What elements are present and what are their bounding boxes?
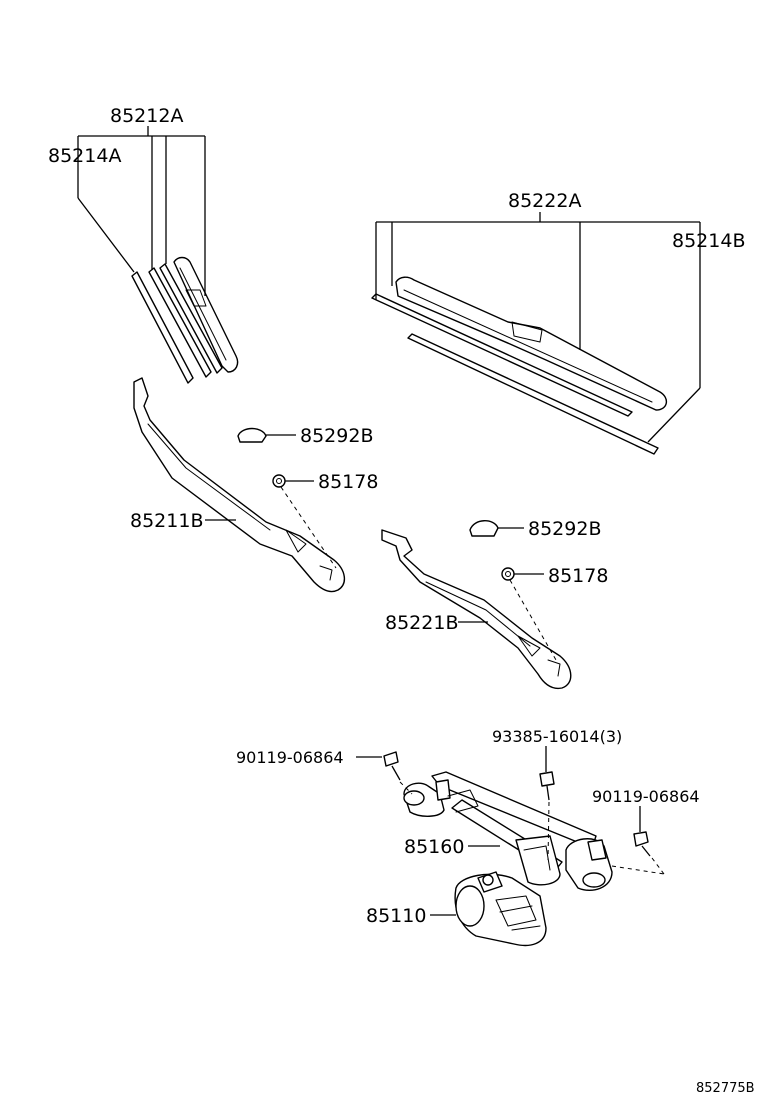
label-85214B: 85214B bbox=[672, 230, 745, 252]
linkage-crank bbox=[515, 835, 561, 886]
label-85110: 85110 bbox=[366, 905, 426, 927]
left-arm-detail-2 bbox=[285, 529, 307, 553]
left-nut bbox=[272, 474, 286, 488]
right-blade-backing bbox=[371, 293, 633, 417]
right-wiper-arm bbox=[381, 520, 572, 690]
bolt-mid bbox=[539, 771, 555, 787]
lower-leaders bbox=[356, 746, 641, 916]
right-arm-body bbox=[381, 529, 572, 690]
linkage-right-bushing bbox=[582, 872, 606, 888]
linkage-right-post bbox=[587, 839, 607, 861]
left-blade-rubber bbox=[131, 271, 194, 384]
linkage-left-mount bbox=[447, 789, 479, 813]
right-arm-detail-1 bbox=[425, 581, 531, 647]
right-pivot-cap bbox=[469, 520, 499, 537]
motor-end-cap bbox=[455, 885, 485, 927]
label-85221B: 85221B bbox=[385, 612, 458, 634]
diagram-id: 852775B bbox=[696, 1081, 755, 1096]
label-85178-left: 85178 bbox=[318, 471, 378, 493]
left-blade-leaders bbox=[77, 126, 206, 296]
left-wiper-arm bbox=[133, 377, 345, 593]
left-blade-strip-2 bbox=[159, 263, 223, 374]
label-93385-16014: 93385-16014(3) bbox=[492, 727, 622, 746]
right-blade-frame-detail bbox=[403, 289, 653, 403]
label-85292B-left: 85292B bbox=[300, 425, 373, 447]
left-blade-frame-detail bbox=[179, 267, 227, 361]
wiper-motor bbox=[454, 871, 547, 947]
label-85212A: 85212A bbox=[110, 105, 183, 127]
left-pivot-cap bbox=[237, 427, 267, 443]
label-85214A: 85214A bbox=[48, 145, 121, 167]
right-blade-clip bbox=[511, 321, 543, 343]
linkage-left-post bbox=[435, 779, 451, 801]
label-85160: 85160 bbox=[404, 836, 464, 858]
right-blade-rubber bbox=[407, 333, 659, 455]
linkage-left-bushing bbox=[403, 790, 425, 806]
label-85178-right: 85178 bbox=[548, 565, 608, 587]
left-blade-frame bbox=[173, 256, 239, 373]
right-blade-frame bbox=[395, 276, 667, 411]
motor-gearbox bbox=[495, 895, 537, 927]
label-90119-06864-left: 90119-06864 bbox=[236, 748, 344, 767]
label-85292B-right: 85292B bbox=[528, 518, 601, 540]
right-arm-detail-3 bbox=[547, 659, 561, 677]
left-arm-body bbox=[133, 377, 345, 593]
label-85222A: 85222A bbox=[508, 190, 581, 212]
right-blade-assembly bbox=[371, 276, 667, 455]
wiper-linkage bbox=[383, 751, 665, 891]
right-arm-detail-2 bbox=[517, 635, 541, 657]
bolt-right bbox=[633, 831, 649, 847]
left-arm-detail-3 bbox=[319, 565, 333, 581]
left-arm-detail-1 bbox=[147, 423, 271, 531]
left-blade-assembly bbox=[131, 256, 239, 384]
left-blade-clip bbox=[185, 289, 207, 307]
bolt-left bbox=[383, 751, 399, 767]
label-90119-06864-right: 90119-06864 bbox=[592, 787, 700, 806]
right-blade-leaders bbox=[375, 212, 701, 443]
right-nut bbox=[501, 567, 515, 581]
label-85211B: 85211B bbox=[130, 510, 203, 532]
arm-leaders bbox=[205, 434, 544, 623]
